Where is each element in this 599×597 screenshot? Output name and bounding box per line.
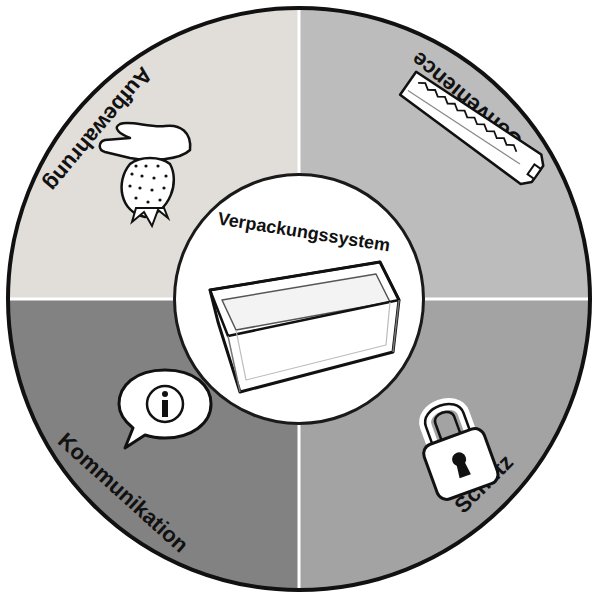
strawberry-hand-icon	[100, 123, 190, 226]
tray-line	[228, 336, 240, 392]
tray-line	[210, 262, 399, 392]
segment-fill	[8, 299, 299, 590]
padlock-icon	[410, 395, 501, 502]
tray-line	[210, 262, 399, 336]
segment-convenience: Convenience	[299, 8, 590, 299]
outer-ring	[8, 8, 590, 590]
segment-kommunikation: Kommunikation	[8, 299, 299, 590]
tray-line	[222, 274, 390, 330]
segment-shape	[8, 299, 299, 590]
segment-aufbewahrung: Aufbewahrung	[8, 8, 299, 299]
segment-fill	[8, 8, 299, 299]
tray-line	[393, 300, 399, 352]
segment-fill	[299, 8, 590, 299]
segment-shape	[299, 299, 590, 590]
segment-label: Verpackungssystem	[217, 209, 392, 254]
tray-line	[236, 302, 390, 380]
divider-line	[298, 8, 301, 590]
segment-shape	[8, 8, 299, 299]
segment-schutz: Schutz	[299, 299, 590, 590]
pouch-icon	[398, 69, 548, 189]
segment-fill	[299, 299, 590, 590]
segment-shape	[299, 8, 590, 299]
center-circle: Verpackungssystem	[173, 173, 425, 425]
divider-line	[8, 298, 590, 301]
info-bubble-icon	[119, 370, 211, 448]
